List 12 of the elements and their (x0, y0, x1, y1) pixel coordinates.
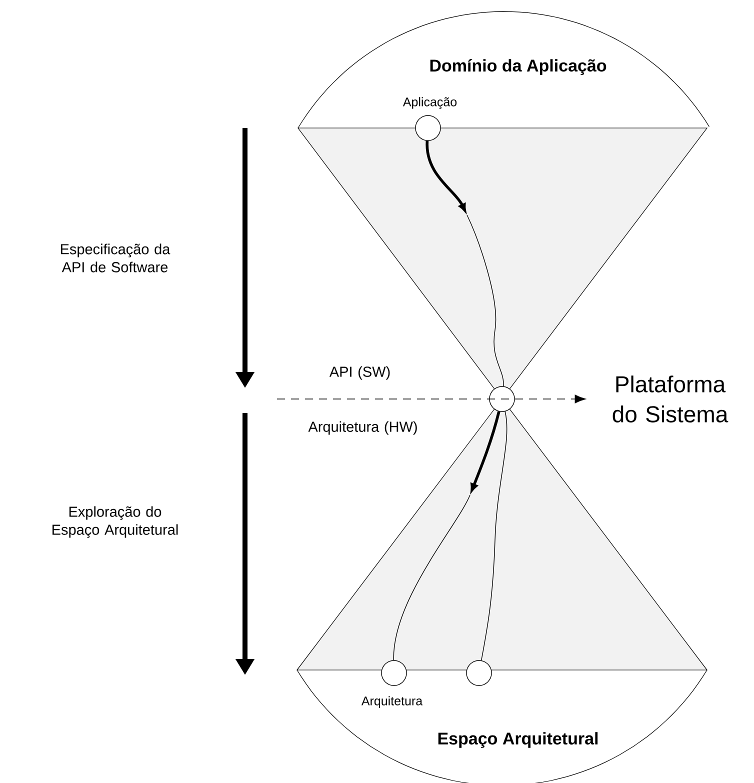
text-label: API (SW) (329, 366, 390, 380)
circle-marker (466, 660, 492, 686)
text-label: Arquitetura (HW) (308, 421, 417, 435)
arrow (426, 140, 466, 212)
arrow (470, 411, 500, 492)
circle-marker (489, 386, 515, 412)
circle-marker (381, 660, 407, 686)
text-label: Especificação da API de Software (60, 244, 170, 272)
text-label: Arquitetura (361, 696, 423, 708)
text-label: Plataforma do Sistema (612, 376, 728, 422)
text-label: Exploração do Espaço Arquitetural (52, 506, 178, 538)
arrow (276, 394, 586, 404)
